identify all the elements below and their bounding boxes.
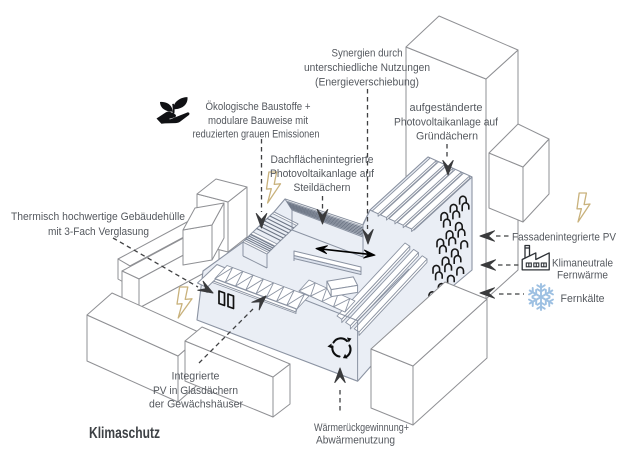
- svg-text:Synergien durch: Synergien durch: [332, 48, 403, 60]
- svg-text:Gründächern: Gründächern: [416, 131, 478, 143]
- svg-text:Klimaschutz: Klimaschutz: [89, 425, 160, 442]
- svg-text:unterschiedliche Nutzungen: unterschiedliche Nutzungen: [304, 62, 430, 74]
- svg-text:(Energieverschiebung): (Energieverschiebung): [315, 77, 419, 89]
- svg-text:Steildächern: Steildächern: [294, 182, 351, 194]
- svg-text:PV in Glasdächern: PV in Glasdächern: [153, 385, 238, 397]
- svg-text:Dachflächenintegrierte: Dachflächenintegrierte: [271, 154, 374, 166]
- svg-text:modulare Bauweise mit: modulare Bauweise mit: [208, 115, 308, 127]
- svg-text:mit 3-Fach Verglasung: mit 3-Fach Verglasung: [48, 226, 149, 238]
- svg-text:Fernwärme: Fernwärme: [557, 270, 608, 282]
- svg-text:reduzierten grauen Emissionen: reduzierten grauen Emissionen: [193, 129, 320, 141]
- svg-text:Wärmerückgewinnung+: Wärmerückgewinnung+: [314, 422, 409, 434]
- svg-text:Abwärmenutzung: Abwärmenutzung: [316, 435, 395, 447]
- svg-text:Photovoltaikanlage auf: Photovoltaikanlage auf: [270, 168, 375, 180]
- svg-text:Thermisch hochwertige Gebäudeh: Thermisch hochwertige Gebäudehülle: [11, 211, 185, 223]
- svg-text:der Gewächshäuser: der Gewächshäuser: [149, 399, 243, 411]
- svg-text:Klimaneutrale: Klimaneutrale: [552, 258, 613, 270]
- svg-text:Photovoltaikanlage auf: Photovoltaikanlage auf: [394, 117, 499, 129]
- svg-text:Fassadenintegrierte PV: Fassadenintegrierte PV: [512, 232, 617, 244]
- svg-text:Fernkälte: Fernkälte: [561, 293, 605, 305]
- svg-text:Ökologische Baustoffe +: Ökologische Baustoffe +: [206, 101, 311, 113]
- svg-text:aufgeständerte: aufgeständerte: [410, 102, 483, 114]
- svg-text:Integrierte: Integrierte: [172, 371, 220, 383]
